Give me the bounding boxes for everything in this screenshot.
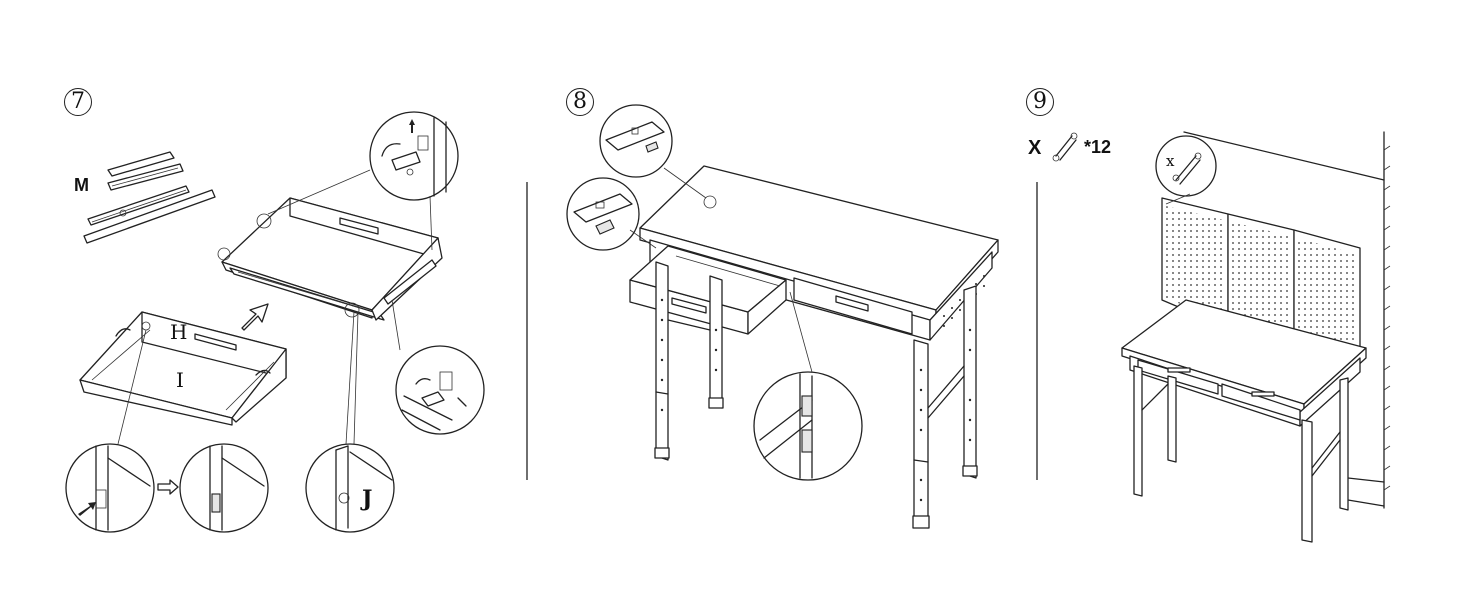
drawer-slide-rails xyxy=(83,151,216,244)
detail-circle-top-2 xyxy=(566,177,657,251)
wall-anchor-icon xyxy=(1052,132,1078,162)
detail-circle-j xyxy=(305,311,395,533)
step-8-drawing xyxy=(566,104,999,529)
step-number-8-text: 8 xyxy=(573,89,587,114)
part-label-i: I xyxy=(176,368,184,392)
drawer-box-lower xyxy=(79,311,287,426)
step-number-8: 8 xyxy=(566,88,594,116)
arrow-right xyxy=(157,479,179,495)
detail-circle-slide xyxy=(753,291,863,481)
step-number-9-text: 9 xyxy=(1033,89,1047,114)
detail-letter-x: x xyxy=(1166,152,1175,170)
detail-circle-top xyxy=(267,111,459,251)
hardware-letter-x: X xyxy=(1028,137,1042,159)
detail-circle-bottom-left xyxy=(65,329,155,533)
step-number-7: 7 xyxy=(64,88,92,116)
hardware-quantity: *12 xyxy=(1084,137,1112,157)
step-number-9: 9 xyxy=(1026,88,1054,116)
detail-circle-top-1 xyxy=(599,104,717,209)
part-label-h: H xyxy=(170,320,188,344)
step-7-drawing xyxy=(65,111,485,533)
detail-circle-bottom-right xyxy=(179,443,269,533)
step-9-drawing xyxy=(1052,131,1391,543)
arrow-up-right xyxy=(241,303,269,331)
detail-circle-right xyxy=(391,299,485,435)
step-number-7-text: 7 xyxy=(71,89,85,114)
detail-circle-anchor xyxy=(1155,135,1217,205)
table-legs xyxy=(654,261,978,529)
part-label-j: J xyxy=(362,486,373,512)
part-label-m: M xyxy=(74,175,89,195)
drawer-box-upper xyxy=(217,197,443,321)
